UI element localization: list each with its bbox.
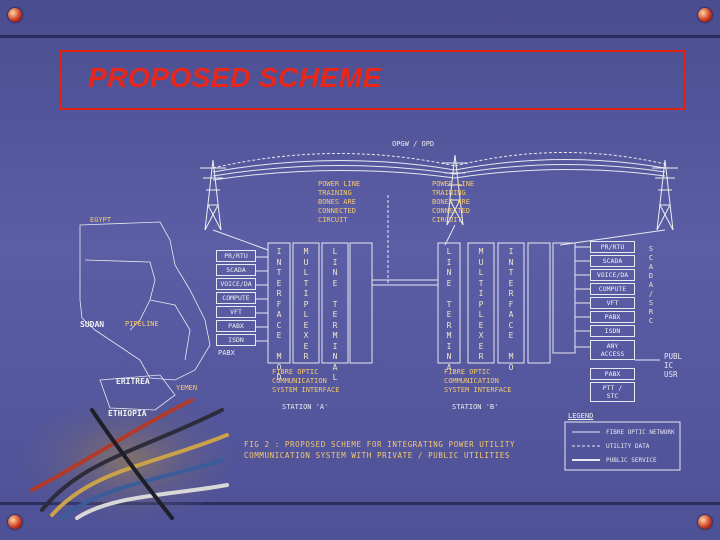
figure-caption: FIG 2 : PROPOSED SCHEME FOR INTEGRATING … [244, 440, 516, 460]
station-a-service: SCADA [216, 264, 256, 276]
station-a-service: COMPUTE [216, 292, 256, 304]
station-a-service: VOICE/DA [216, 278, 256, 290]
transmission-tower-a-icon [200, 159, 226, 231]
corner-bullet-icon [698, 8, 712, 22]
station-a-service: PABX [216, 320, 256, 332]
station-b-fibre-note: FIBRE OPTIC COMMUNICATION SYSTEM INTERFA… [444, 368, 512, 394]
legend-lines [564, 421, 681, 471]
map-label-sudan: SUDAN [80, 320, 105, 329]
station-b-name: STATION 'B' [452, 403, 499, 411]
station-b-service: VOICE/DA [590, 269, 635, 281]
map-label-ethiopia: ETHIOPIA [108, 409, 147, 418]
station-a-pabx-out: PABX [218, 349, 235, 357]
opgw-label: OPGW / OPD [392, 140, 435, 148]
station-a-service: VFT [216, 306, 256, 318]
station-b-interface: I N T E R F A C E M O [508, 247, 514, 372]
station-a-fibre-note: FIBRE OPTIC COMMUNICATION SYSTEM INTERFA… [272, 368, 340, 394]
station-b-any-access: ANY ACCESS [590, 340, 635, 360]
top-frame-bar [0, 35, 720, 38]
station-a-name: STATION 'A' [282, 403, 329, 411]
title-frame [60, 50, 685, 110]
map-label-egypt: EGYPT [90, 216, 112, 224]
legend-item: FIBRE OPTIC NETWORK [606, 429, 675, 436]
tower-note-a: POWER LINE TRAINING BONES ARE CONNECTED … [318, 180, 361, 224]
station-b-multiplexer: M U L T I P L E X E R [478, 247, 484, 361]
transmission-tower-b-icon [442, 154, 468, 226]
map-label-yemen: YEMEN [176, 384, 198, 392]
map-label-eritrea: ERITREA [116, 377, 150, 386]
corner-bullet-icon [698, 515, 712, 529]
station-b-line-terminal: L I N E T E R M I N A [446, 247, 452, 372]
station-a-service: ISDN [216, 334, 256, 346]
tower-note-b: POWER LINE TRAINING BONES ARE CONNECTED … [432, 180, 475, 224]
fibre-cable-photo [22, 398, 232, 520]
station-b-service: COMPUTE [590, 283, 635, 295]
transmission-tower-c-icon [652, 159, 678, 231]
bottom-frame-bar [0, 502, 720, 505]
station-a-service: PR/RTU [216, 250, 256, 262]
legend-item: PUBLIC SERVICE [606, 457, 657, 464]
station-b-service: PR/RTU [590, 241, 635, 253]
corner-bullet-icon [8, 8, 22, 22]
region-map [79, 221, 211, 411]
station-b-ptt: PTT / STC [590, 382, 635, 402]
legend-title: LEGEND [568, 412, 594, 420]
station-b-service: ISDN [590, 325, 635, 337]
station-b-service: SCADA [590, 255, 635, 267]
station-b-service: PABX [590, 311, 635, 323]
station-a-interface: I N T E R F A C E M O D [276, 247, 282, 382]
station-b-public-user: PUBL IC USR [664, 352, 683, 379]
map-label-pipeline: PIPELINE [125, 320, 159, 328]
legend-item: UTILITY DATA [606, 443, 650, 450]
station-a-multiplexer: M U L T I P L E X E R [303, 247, 309, 361]
station-b-service: VFT [590, 297, 635, 309]
corner-bullet-icon [8, 515, 22, 529]
station-b-scada-side: S C A D A / S R C [648, 245, 654, 325]
page-title: PROPOSED SCHEME [88, 62, 382, 93]
station-a-line-terminal: L I N E T E R M I N A L [332, 247, 338, 382]
station-b-pabx: PABX [590, 368, 635, 380]
